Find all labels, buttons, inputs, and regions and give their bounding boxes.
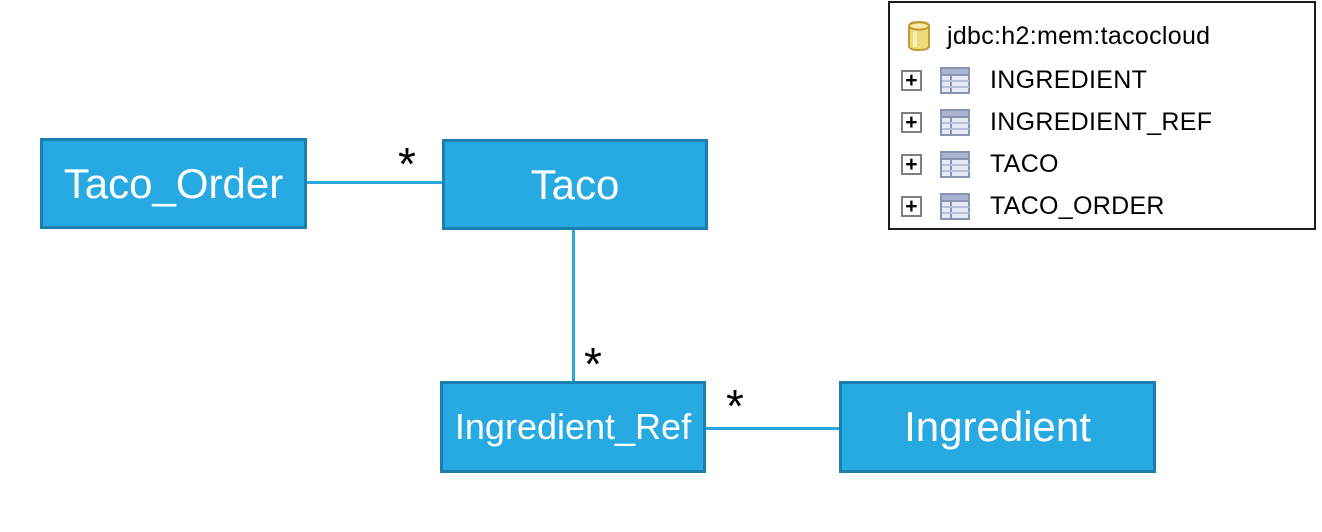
table-grid-icon	[940, 150, 970, 178]
tree-node-table-ingredient-ref[interactable]: + INGREDIENT_REF	[900, 101, 1314, 143]
entity-label-taco: Taco	[530, 160, 620, 208]
expand-plus-icon[interactable]: +	[901, 111, 922, 133]
entity-box-ingredient: Ingredient	[839, 381, 1156, 473]
database-cylinder-icon	[907, 20, 931, 52]
multiplicity-label-taco: *	[398, 138, 416, 190]
database-connection-label: jdbc:h2:mem:tacocloud	[947, 21, 1211, 50]
entity-box-ingredient-ref: Ingredient_Ref	[440, 381, 706, 473]
tree-node-table-ingredient[interactable]: + INGREDIENT	[900, 59, 1314, 101]
multiplicity-label-ingredientref: *	[584, 338, 602, 390]
entity-label-ingredient: Ingredient	[904, 403, 1091, 450]
table-node-label: INGREDIENT	[990, 65, 1148, 94]
table-node-label: TACO	[990, 149, 1059, 178]
table-grid-icon	[940, 192, 970, 220]
connector-taco-ingredientref	[572, 230, 575, 381]
entity-box-taco-order: Taco_Order	[40, 138, 307, 229]
entity-label-taco-order: Taco_Order	[63, 159, 284, 207]
entity-label-ingredient-ref: Ingredient_Ref	[454, 406, 692, 447]
connector-ingredientref-ingredient	[704, 427, 839, 430]
table-grid-icon	[940, 108, 970, 136]
expand-plus-icon[interactable]: +	[901, 153, 922, 175]
table-node-label: INGREDIENT_REF	[990, 107, 1213, 136]
expand-plus-icon[interactable]: +	[901, 69, 922, 91]
connector-tacoorder-taco	[305, 181, 442, 184]
table-node-label: TACO_ORDER	[990, 191, 1165, 220]
entity-box-taco: Taco	[442, 139, 708, 230]
table-grid-icon	[940, 66, 970, 94]
multiplicity-label-ingredient: *	[726, 380, 744, 432]
expand-plus-icon[interactable]: +	[901, 195, 922, 217]
tree-node-table-taco-order[interactable]: + TACO_ORDER	[900, 185, 1314, 227]
tree-node-table-taco[interactable]: + TACO	[900, 143, 1314, 185]
tree-node-database-connection[interactable]: jdbc:h2:mem:tacocloud	[900, 13, 1314, 59]
h2-schema-tree-panel: jdbc:h2:mem:tacocloud + INGREDIENT +	[888, 1, 1316, 230]
